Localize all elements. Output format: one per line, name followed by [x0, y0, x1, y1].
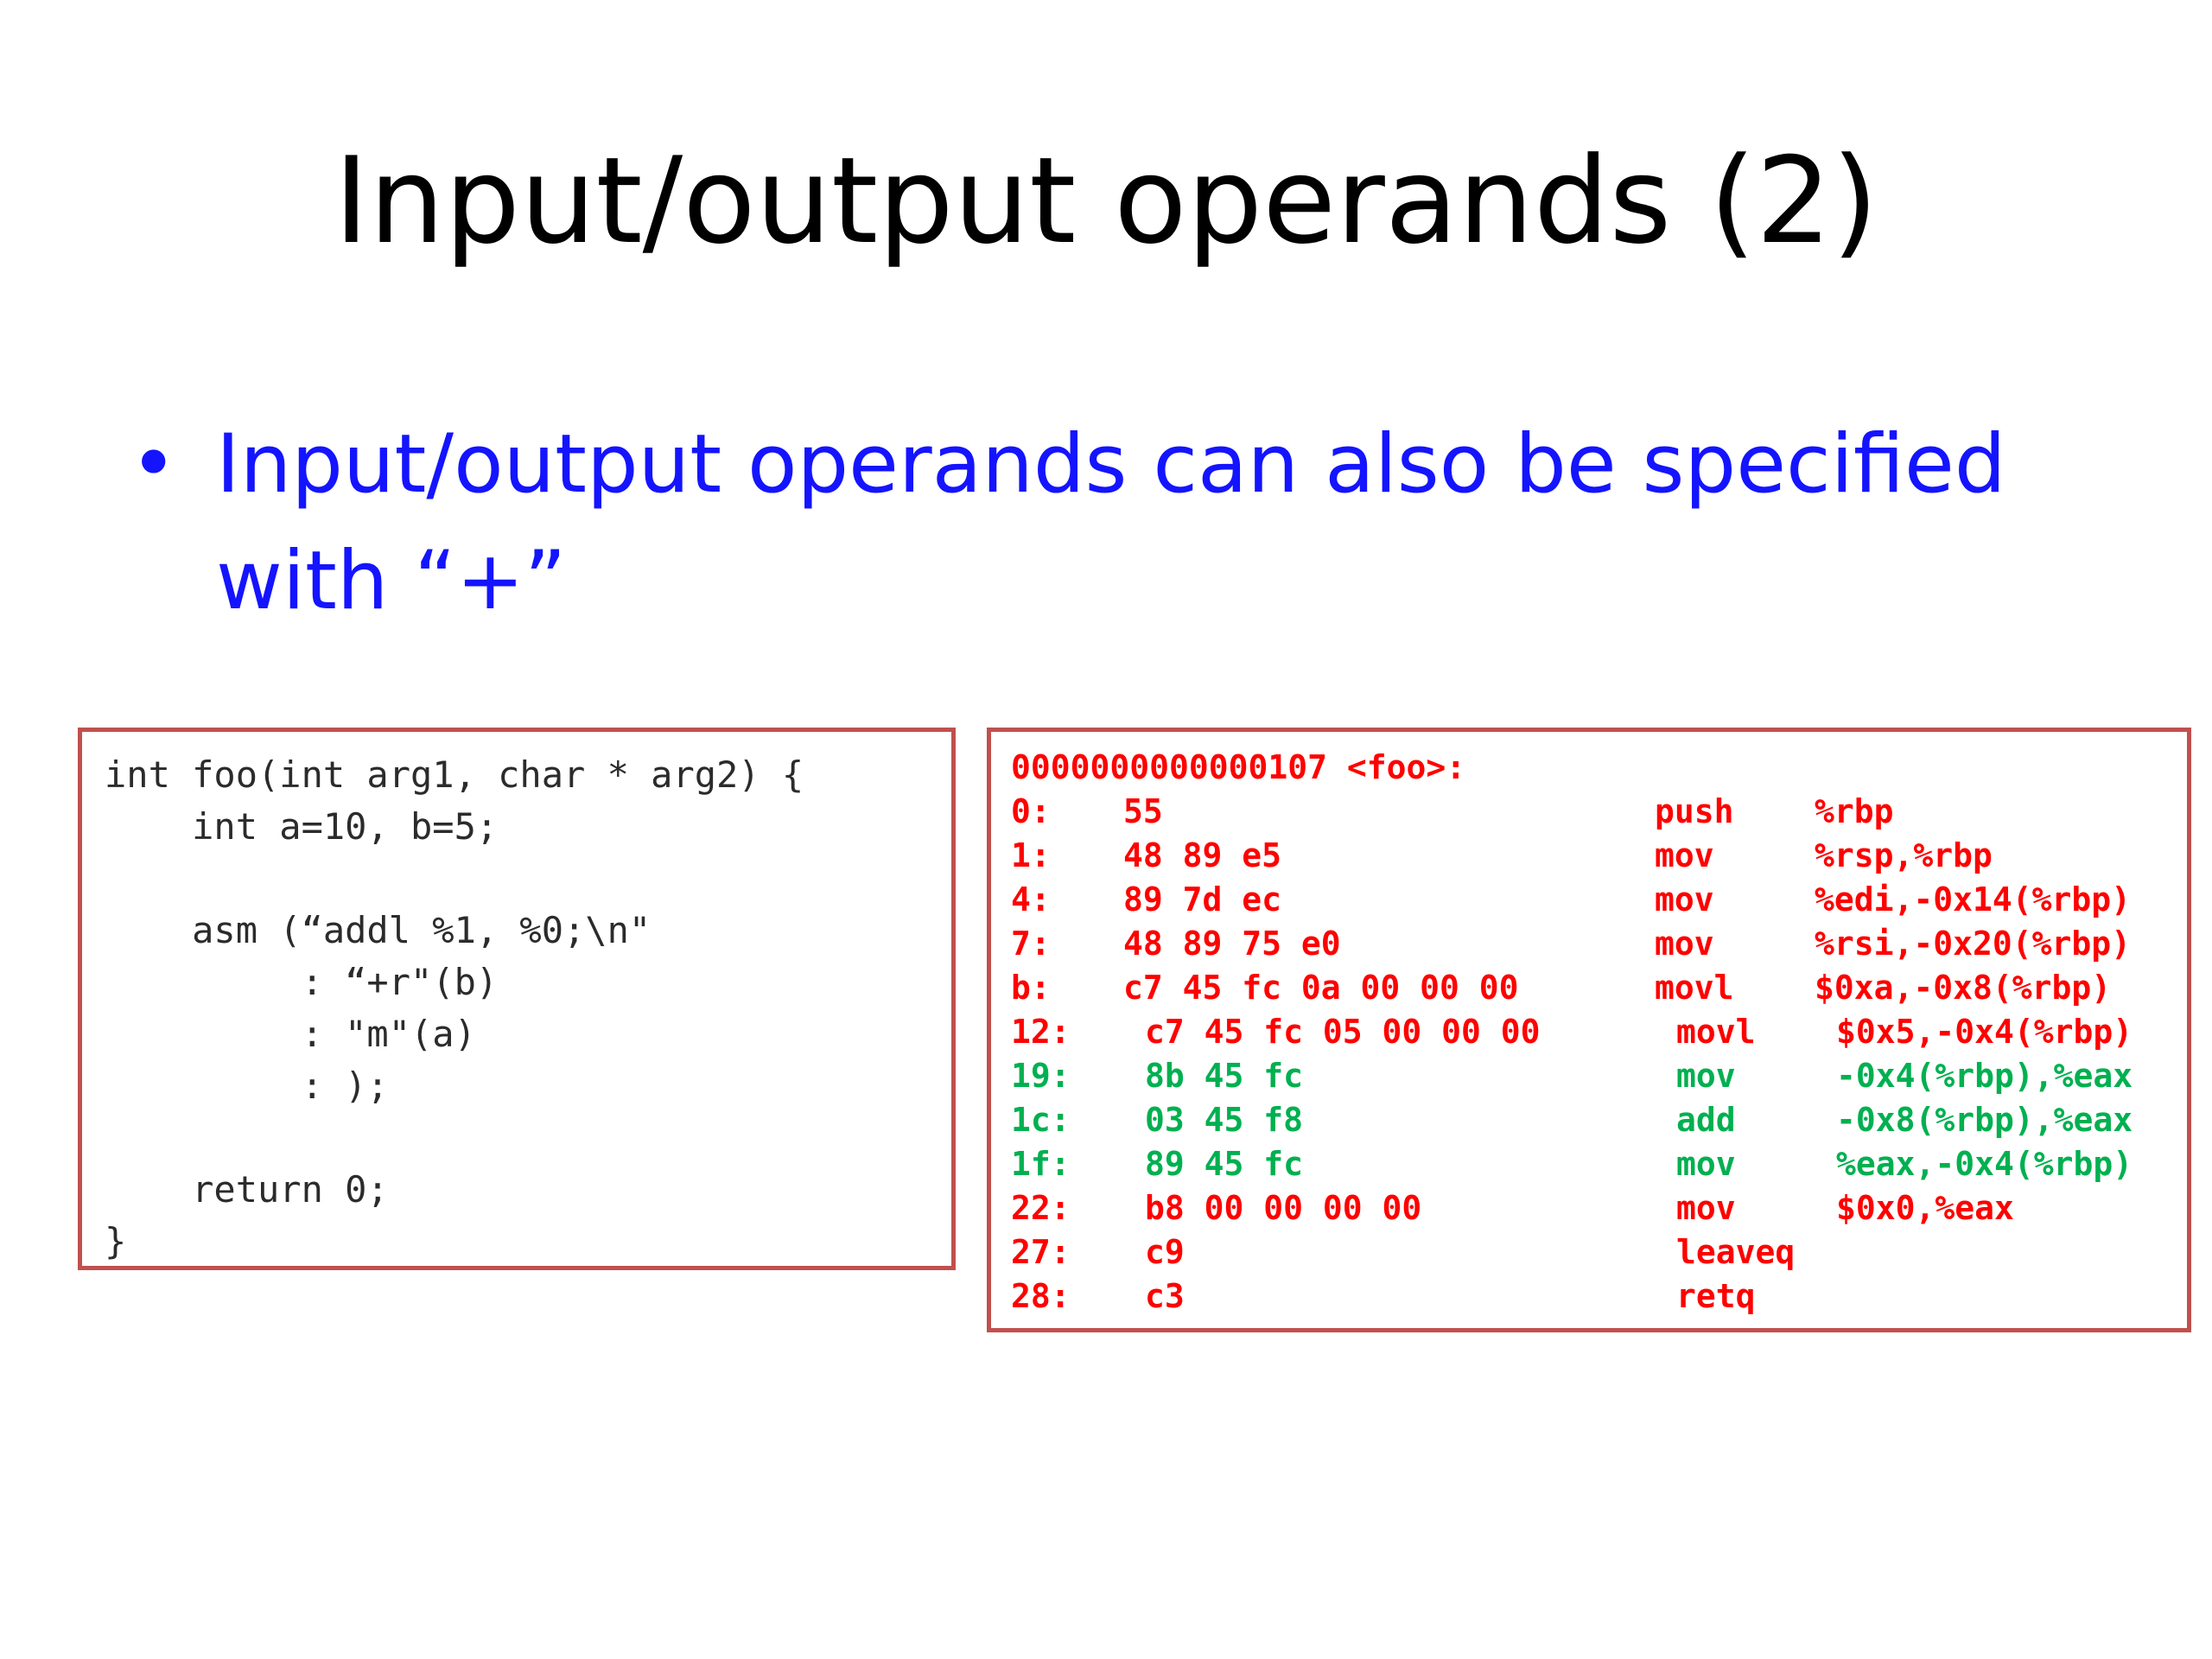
instruction-address: 12: [1011, 1013, 1071, 1051]
instruction-address: 28: [1011, 1277, 1071, 1315]
instruction-operands: -0x8(%rbp),%eax [1836, 1101, 2133, 1139]
bullet-text-line-2: with “+” [216, 534, 567, 628]
disassembly-box: 0000000000000107 <foo>: 0: 55 push %rbp 1: 48… [987, 728, 2191, 1332]
instruction-operands: %rsp,%rbp [1815, 836, 1993, 874]
instruction-mnemonic: mov [1676, 1189, 1736, 1227]
instruction-bytes: c9 [1145, 1233, 1185, 1271]
instruction-address: 1: [1011, 836, 1051, 874]
c-code-line: } [105, 1220, 127, 1262]
disassembly-header: 0000000000000107 <foo>: [1011, 748, 1466, 786]
instruction-mnemonic: leaveq [1676, 1233, 1796, 1271]
instruction-bytes: 89 7d ec [1123, 880, 1282, 918]
instruction-address: b: [1011, 969, 1051, 1007]
disassembly-row: 1: 48 89 e5 mov %rsp,%rbp [1011, 834, 2187, 878]
instruction-address: 0: [1011, 792, 1051, 830]
instruction-operands: $0xa,-0x8(%rbp) [1815, 969, 2112, 1007]
c-code-line: : ); [105, 1065, 389, 1107]
c-code-line [105, 1112, 930, 1164]
disassembly-row: 19: 8b 45 fc mov -0x4(%rbp),%eax [1011, 1054, 2187, 1098]
instruction-address: 19: [1011, 1057, 1071, 1095]
instruction-mnemonic: movl [1676, 1013, 1756, 1051]
disassembly-row: 27: c9 leaveq [1011, 1230, 2187, 1274]
instruction-operands: $0x5,-0x4(%rbp) [1836, 1013, 2133, 1051]
disassembly-row: 0: 55 push %rbp [1011, 790, 2187, 834]
instruction-mnemonic: mov [1655, 925, 1714, 963]
instruction-address: 22: [1011, 1189, 1071, 1227]
instruction-mnemonic: mov [1676, 1145, 1736, 1183]
instruction-bytes: c3 [1145, 1277, 1185, 1315]
instruction-address: 4: [1011, 880, 1051, 918]
instruction-address: 1f: [1011, 1145, 1071, 1183]
disassembly-row: 1c: 03 45 f8 add -0x8(%rbp),%eax [1011, 1098, 2187, 1142]
bullet-marker: • [130, 417, 178, 512]
disassembly-row: 28: c3 retq [1011, 1274, 2187, 1319]
slide-title: Input/output operands (2) [334, 131, 1878, 270]
bullet-point: • Input/output operands can also be spec… [130, 406, 2117, 639]
instruction-bytes: 8b 45 fc [1145, 1057, 1304, 1095]
instruction-operands: $0x0,%eax [1836, 1189, 2014, 1227]
instruction-bytes: 03 45 f8 [1145, 1101, 1304, 1139]
disassembly-row: b: c7 45 fc 0a 00 00 00 movl $0xa,-0x8(%rbp… [1011, 966, 2187, 1010]
instruction-mnemonic: mov [1655, 880, 1714, 918]
c-code-line: int a=10, b=5; [105, 805, 499, 848]
instruction-bytes: c7 45 fc 0a 00 00 00 [1123, 969, 1519, 1007]
instruction-mnemonic: movl [1655, 969, 1734, 1007]
instruction-address: 27: [1011, 1233, 1071, 1271]
instruction-bytes: 89 45 fc [1145, 1145, 1304, 1183]
instruction-mnemonic: mov [1676, 1057, 1736, 1095]
instruction-mnemonic: add [1676, 1101, 1736, 1139]
instruction-bytes: c7 45 fc 05 00 00 00 [1145, 1013, 1541, 1051]
instruction-mnemonic: push [1655, 792, 1734, 830]
c-code-line [105, 853, 930, 905]
instruction-address: 7: [1011, 925, 1051, 963]
c-code-box: int foo(int arg1, char * arg2) { int a=1… [78, 728, 956, 1270]
instruction-bytes: 48 89 e5 [1123, 836, 1282, 874]
disassembly-row: 1f: 89 45 fc mov %eax,-0x4(%rbp) [1011, 1142, 2187, 1186]
c-code-line: : "m"(a) [105, 1013, 476, 1055]
disassembly-row: 22: b8 00 00 00 00 mov $0x0,%eax [1011, 1186, 2187, 1230]
bullet-text: Input/output operands can also be specif… [216, 406, 2117, 639]
disassembly-rows: 0: 55 push %rbp 1: 48 89 e5 mov %rsp,%rbp 4: 89 7… [1011, 790, 2187, 1319]
instruction-mnemonic: mov [1655, 836, 1714, 874]
c-code-line: : “+r"(b) [105, 961, 499, 1003]
instruction-operands: -0x4(%rbp),%eax [1836, 1057, 2133, 1095]
disassembly-row: 12: c7 45 fc 05 00 00 00 movl $0x5,-0x4(%rb… [1011, 1010, 2187, 1054]
instruction-mnemonic: retq [1676, 1277, 1756, 1315]
disassembly-row: 7: 48 89 75 e0 mov %rsi,-0x20(%rbp) [1011, 922, 2187, 966]
instruction-operands: %rbp [1815, 792, 1894, 830]
instruction-bytes: b8 00 00 00 00 [1145, 1189, 1422, 1227]
disassembly-row: 4: 89 7d ec mov %edi,-0x14(%rbp) [1011, 878, 2187, 922]
instruction-operands: %eax,-0x4(%rbp) [1836, 1145, 2133, 1183]
instruction-address: 1c: [1011, 1101, 1071, 1139]
c-code-line: asm (“addl %1, %0;\n" [105, 909, 652, 951]
instruction-operands: %rsi,-0x20(%rbp) [1815, 925, 2132, 963]
c-code-line: int foo(int arg1, char * arg2) { [105, 753, 804, 796]
instruction-bytes: 48 89 75 e0 [1123, 925, 1341, 963]
instruction-bytes: 55 [1123, 792, 1163, 830]
instruction-operands: %edi,-0x14(%rbp) [1815, 880, 2132, 918]
c-code-line: return 0; [105, 1168, 389, 1211]
bullet-text-line-1: Input/output operands can also be specif… [216, 417, 2006, 512]
